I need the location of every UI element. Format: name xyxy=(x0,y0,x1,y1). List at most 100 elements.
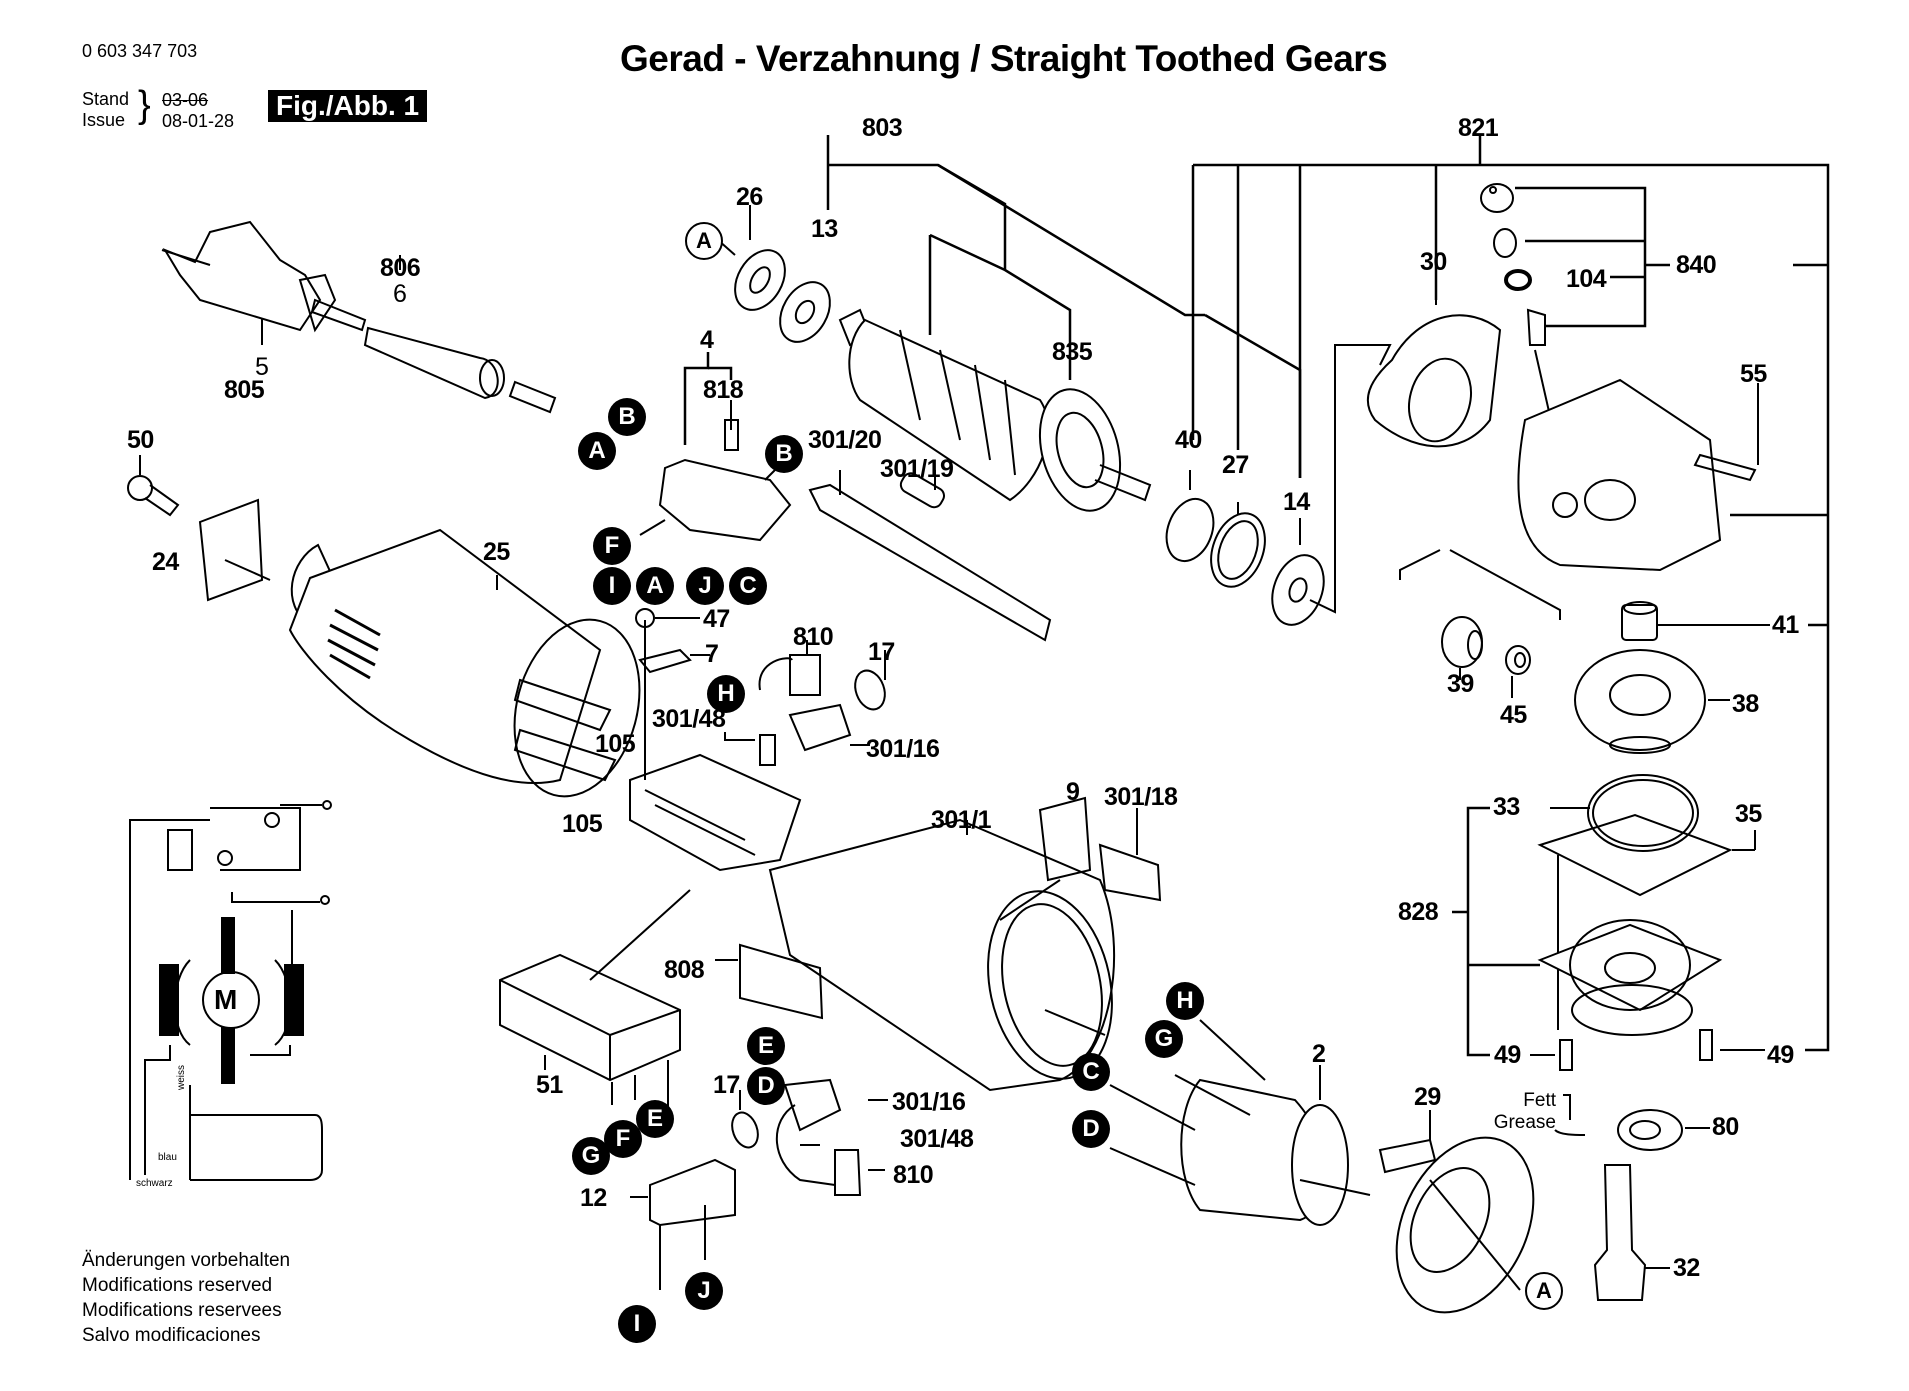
connector-I-holder[interactable]: I xyxy=(593,567,631,605)
part-label-55[interactable]: 55 xyxy=(1740,360,1767,388)
part-label-33[interactable]: 33 xyxy=(1493,793,1520,821)
part-label-301-48-bottom[interactable]: 301/48 xyxy=(900,1125,974,1153)
part-label-24[interactable]: 24 xyxy=(152,548,179,576)
connector-D-stator[interactable]: D xyxy=(1072,1110,1110,1148)
connector-F-holder[interactable]: F xyxy=(593,527,631,565)
grease-note-de: Fett xyxy=(1523,1090,1556,1111)
nut-45 xyxy=(1505,645,1531,698)
part-label-301-18[interactable]: 301/18 xyxy=(1104,783,1178,811)
part-label-47[interactable]: 47 xyxy=(703,605,730,633)
part-label-39[interactable]: 39 xyxy=(1447,670,1474,698)
part-label-301-16-bottom[interactable]: 301/16 xyxy=(892,1088,966,1116)
part-label-2[interactable]: 2 xyxy=(1312,1040,1326,1068)
armature-835 xyxy=(838,308,1152,512)
clip-holder-301-16 xyxy=(724,703,870,766)
connector-G-capacitor[interactable]: G xyxy=(572,1137,610,1175)
part-label-49-right[interactable]: 49 xyxy=(1767,1041,1794,1069)
old-date: 03-06 xyxy=(162,90,209,110)
connector-C-holder[interactable]: C xyxy=(729,567,767,605)
part-label-32[interactable]: 32 xyxy=(1673,1254,1700,1282)
part-label-4[interactable]: 4 xyxy=(700,326,714,354)
connector-G-stator[interactable]: G xyxy=(1145,1020,1183,1058)
connector-J-holder[interactable]: J xyxy=(686,567,724,605)
label-9 xyxy=(1038,796,1092,882)
part-label-301-1[interactable]: 301/1 xyxy=(931,806,992,834)
cap-840 xyxy=(1480,183,1561,461)
switch-lower xyxy=(731,1078,888,1196)
part-label-49-left[interactable]: 49 xyxy=(1494,1041,1521,1069)
connector-A-plug[interactable]: A xyxy=(578,432,616,470)
part-label-41[interactable]: 41 xyxy=(1772,611,1799,639)
connector-E-switch[interactable]: E xyxy=(747,1027,785,1065)
connector-B-holder[interactable]: B xyxy=(765,435,803,473)
gear-38 xyxy=(1574,649,1730,754)
connector-D-switch[interactable]: D xyxy=(747,1067,785,1105)
cover-29 xyxy=(1378,1110,1535,1314)
part-label-26[interactable]: 26 xyxy=(736,183,763,211)
part-label-38[interactable]: 38 xyxy=(1732,690,1759,718)
part-label-105-lower[interactable]: 105 xyxy=(562,810,603,838)
part-label-29[interactable]: 29 xyxy=(1414,1083,1441,1111)
connector-J-suppressor[interactable]: J xyxy=(685,1272,723,1310)
spring-17 xyxy=(854,650,886,711)
part-label-301-19[interactable]: 301/19 xyxy=(880,455,954,483)
part-label-803[interactable]: 803 xyxy=(862,114,903,142)
part-label-301-20[interactable]: 301/20 xyxy=(808,426,882,454)
connector-A-holder[interactable]: A xyxy=(636,567,674,605)
part-label-80[interactable]: 80 xyxy=(1712,1113,1739,1141)
part-label-301-16-top[interactable]: 301/16 xyxy=(866,735,940,763)
part-label-12[interactable]: 12 xyxy=(580,1184,607,1212)
part-label-25[interactable]: 25 xyxy=(483,538,510,566)
part-label-818[interactable]: 818 xyxy=(703,376,744,404)
connector-F-capacitor[interactable]: F xyxy=(604,1120,642,1158)
part-label-840[interactable]: 840 xyxy=(1676,251,1717,279)
connector-B-plug[interactable]: B xyxy=(608,398,646,436)
flange-828 xyxy=(1530,919,1765,1071)
bearing-13 xyxy=(779,281,831,343)
part-label-40[interactable]: 40 xyxy=(1175,426,1202,454)
part-label-5[interactable]: 5 xyxy=(255,353,269,381)
part-label-104[interactable]: 104 xyxy=(1566,265,1607,293)
part-label-50[interactable]: 50 xyxy=(127,426,154,454)
connector-C-stator[interactable]: C xyxy=(1072,1053,1110,1091)
part-label-35[interactable]: 35 xyxy=(1735,800,1762,828)
part-label-806[interactable]: 806 xyxy=(380,254,421,282)
connector-A-open-top[interactable]: A xyxy=(685,222,723,260)
issue-date: 08-01-28 xyxy=(162,111,235,131)
oring-33 xyxy=(1550,774,1699,852)
screw-50 xyxy=(127,455,271,602)
page-title: Gerad - Verzahnung / Straight Toothed Ge… xyxy=(620,38,1388,79)
housing-301-1 xyxy=(768,818,1116,1092)
part-label-821[interactable]: 821 xyxy=(1458,114,1499,142)
part-label-27[interactable]: 27 xyxy=(1222,451,1249,479)
sleeve-806 xyxy=(363,255,557,414)
footer-line-fr: Modifications reservees xyxy=(82,1300,282,1321)
part-label-17-bottom[interactable]: 17 xyxy=(713,1071,740,1099)
bracket-803 xyxy=(826,135,1302,478)
part-label-808[interactable]: 808 xyxy=(664,956,705,984)
part-label-105-upper[interactable]: 105 xyxy=(595,730,636,758)
connector-E-capacitor[interactable]: E xyxy=(636,1100,674,1138)
brush-810 xyxy=(758,640,821,696)
part-label-14[interactable]: 14 xyxy=(1283,488,1310,516)
connector-A-open-bottom[interactable]: A xyxy=(1525,1272,1563,1310)
part-label-9[interactable]: 9 xyxy=(1066,778,1080,806)
part-label-301-48-top[interactable]: 301/48 xyxy=(652,705,726,733)
footer-line-en: Modifications reserved xyxy=(82,1275,273,1296)
connector-H-brush[interactable]: H xyxy=(707,675,745,713)
part-label-6[interactable]: 6 xyxy=(393,280,407,308)
part-label-835[interactable]: 835 xyxy=(1052,338,1093,366)
part-label-810-bottom[interactable]: 810 xyxy=(893,1161,934,1189)
connector-H-stator[interactable]: H xyxy=(1166,982,1204,1020)
part-label-45[interactable]: 45 xyxy=(1500,701,1527,729)
part-label-828[interactable]: 828 xyxy=(1398,898,1439,926)
part-label-30[interactable]: 30 xyxy=(1420,248,1447,276)
part-label-805[interactable]: 805 xyxy=(224,376,265,404)
part-label-810-top[interactable]: 810 xyxy=(793,623,834,651)
plate-35 xyxy=(1537,813,1756,1030)
connector-I-suppressor[interactable]: I xyxy=(618,1305,656,1343)
part-label-51[interactable]: 51 xyxy=(536,1071,563,1099)
part-label-17-top[interactable]: 17 xyxy=(868,638,895,666)
part-label-7[interactable]: 7 xyxy=(705,640,719,668)
part-label-13[interactable]: 13 xyxy=(811,215,838,243)
